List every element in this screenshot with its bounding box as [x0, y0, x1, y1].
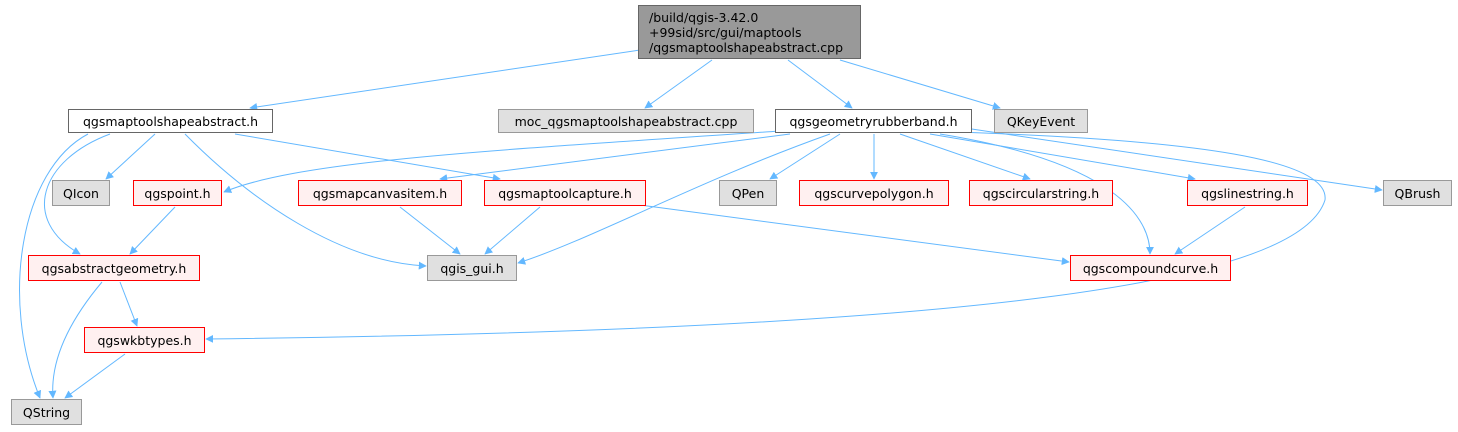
edge-wkbtypes-to-qstring	[64, 353, 126, 399]
edge-shapeabstract-to-qicon	[105, 133, 156, 180]
node-qbrush[interactable]: QBrush	[1383, 180, 1452, 206]
edge-rubberband-to-qbrush	[964, 127, 1383, 193]
edge-root-to-rubberband	[787, 59, 853, 109]
node-shapeabstract-h[interactable]: qgsmaptoolshapeabstract.h	[68, 109, 273, 133]
node-qicon[interactable]: QIcon	[52, 180, 110, 206]
node-abstractgeometry-h[interactable]: qgsabstractgeometry.h	[28, 255, 200, 281]
edge-abstractgeometry-to-wkbtypes	[119, 281, 139, 327]
root-path-line-1: /build/qgis-3.42.0	[649, 9, 759, 25]
root-path-line-2: +99sid/src/gui/maptools	[649, 24, 802, 40]
node-linestring-h[interactable]: qgslinestring.h	[1187, 180, 1308, 206]
edge-linestring-to-compoundcurve	[1174, 206, 1246, 255]
edge-root-to-moc	[644, 59, 713, 109]
root-file-node[interactable]: /build/qgis-3.42.0 +99sid/src/gui/maptoo…	[638, 5, 861, 59]
node-mapcanvasitem-h[interactable]: qgsmapcanvasitem.h	[298, 180, 462, 206]
node-circularstring-h[interactable]: qgscircularstring.h	[969, 180, 1113, 206]
node-qkeyevent[interactable]: QKeyEvent	[994, 109, 1088, 133]
root-path-line-3: /qgsmaptoolshapeabstract.cpp	[649, 39, 844, 55]
edge-abstractgeometry-to-qstring	[48, 281, 103, 399]
edge-maptoolcapture-to-compoundcurve	[639, 204, 1070, 266]
node-qpen[interactable]: QPen	[719, 180, 777, 206]
node-qstring[interactable]: QString	[11, 399, 82, 425]
node-qgis-gui-h[interactable]: qgis_gui.h	[427, 255, 517, 281]
edge-maptoolcapture-to-qgis-gui	[484, 206, 541, 255]
edge-shapeabstract-to-abstractgeometry	[43, 133, 111, 255]
edge-rubberband-to-qpen	[769, 133, 841, 180]
edge-rubberband-to-qgspoint	[223, 130, 781, 193]
edge-qgspoint-to-abstractgeometry	[129, 206, 176, 255]
edge-shapeabstract-to-maptoolcapture	[234, 133, 501, 182]
edge-root-to-shapeabstract	[249, 49, 641, 111]
node-maptoolcapture-h[interactable]: qgsmaptoolcapture.h	[484, 180, 646, 206]
edge-rubberband-to-circularstring	[899, 133, 1031, 181]
edge-shapeabstract-to-qgis-gui	[184, 133, 427, 270]
node-moc-cpp[interactable]: moc_qgsmaptoolshapeabstract.cpp	[498, 109, 754, 133]
edge-shapeabstract-to-qstring	[19, 133, 89, 399]
node-qgspoint-h[interactable]: qgspoint.h	[133, 180, 222, 206]
edge-mapcanvasitem-to-qgis-gui	[399, 206, 461, 255]
node-compoundcurve-h[interactable]: qgscompoundcurve.h	[1070, 255, 1231, 281]
node-rubberband-h[interactable]: qgsgeometryrubberband.h	[775, 109, 972, 133]
edge-root-to-qkeyevent	[839, 59, 1001, 110]
node-curvepolygon-h[interactable]: qgscurvepolygon.h	[799, 180, 949, 206]
edge-rubberband-to-mapcanvasitem	[439, 133, 791, 183]
edge-rubberband-to-wkbtypes	[205, 131, 1326, 343]
node-wkbtypes-h[interactable]: qgswkbtypes.h	[84, 327, 205, 353]
edge-rubberband-to-linestring	[929, 133, 1196, 182]
